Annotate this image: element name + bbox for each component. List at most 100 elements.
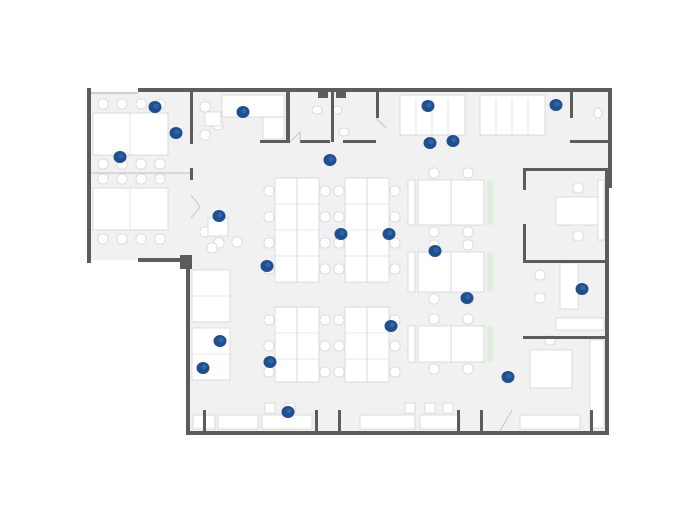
- office-desk: [529, 349, 573, 389]
- chair-icon: [389, 366, 401, 378]
- desk-cluster: [296, 306, 320, 383]
- chair-icon: [389, 263, 401, 275]
- person-head: [387, 230, 393, 236]
- chair-icon: [206, 242, 218, 254]
- kitchen-counter: [221, 94, 285, 118]
- door-swing-icon: [289, 131, 301, 143]
- person-head: [428, 139, 434, 145]
- plant-icon: [487, 326, 493, 362]
- chair-icon: [462, 167, 474, 179]
- person-head: [389, 322, 395, 328]
- chair-icon: [572, 182, 584, 194]
- chair-icon: [135, 158, 147, 170]
- chair-icon: [333, 314, 345, 326]
- chair-icon: [333, 211, 345, 223]
- chair-icon: [116, 233, 128, 245]
- wall: [457, 410, 460, 435]
- wall: [523, 168, 608, 171]
- wall: [190, 168, 193, 180]
- chair-icon: [428, 363, 440, 375]
- chair-icon: [389, 237, 401, 249]
- chair-icon: [462, 226, 474, 238]
- chair-icon: [428, 293, 440, 305]
- wall: [570, 92, 573, 118]
- chair-icon: [135, 98, 147, 110]
- chair-icon: [135, 173, 147, 185]
- person-head: [217, 212, 223, 218]
- toilet-icon: [311, 105, 323, 115]
- person-head: [118, 153, 124, 159]
- meeting-table: [92, 187, 169, 231]
- chair-icon: [263, 237, 275, 249]
- wall: [336, 92, 346, 98]
- kitchen-counter: [262, 116, 285, 140]
- wall: [286, 92, 290, 142]
- chair-icon: [319, 314, 331, 326]
- chair-icon: [534, 269, 546, 281]
- person-head: [433, 247, 439, 253]
- stool: [264, 402, 276, 414]
- chair-icon: [534, 292, 546, 304]
- person-head: [153, 103, 159, 109]
- plant-icon: [487, 252, 493, 292]
- desk-cluster: [450, 325, 485, 363]
- person-head: [174, 129, 180, 135]
- wall: [523, 260, 608, 263]
- walls-layer: [87, 88, 612, 435]
- wall: [203, 410, 206, 435]
- chair-icon: [154, 173, 166, 185]
- chair-icon: [154, 158, 166, 170]
- person-head: [286, 408, 292, 414]
- person-head: [328, 156, 334, 162]
- chair-icon: [428, 226, 440, 238]
- storage-cabinet: [407, 325, 416, 363]
- chair-icon: [116, 173, 128, 185]
- stool: [424, 402, 436, 414]
- chair-icon: [333, 263, 345, 275]
- wall: [186, 260, 190, 435]
- storage-cabinet: [407, 179, 416, 226]
- sofa-icon: [399, 94, 466, 136]
- chair-icon: [389, 211, 401, 223]
- desk-cluster: [450, 179, 485, 226]
- people-layer: [113, 99, 589, 418]
- person-head: [465, 294, 471, 300]
- chair-icon: [263, 340, 275, 352]
- meeting-table: [92, 112, 169, 156]
- chair-icon: [199, 129, 211, 141]
- small-table: [204, 111, 222, 127]
- desk-cluster: [344, 306, 368, 383]
- credenza: [597, 179, 605, 241]
- person-head: [451, 137, 457, 143]
- person-head: [268, 358, 274, 364]
- person-head: [554, 101, 560, 107]
- shelf: [555, 317, 605, 331]
- wall: [480, 410, 483, 435]
- wall: [331, 92, 334, 142]
- person-head: [265, 262, 271, 268]
- person-head: [218, 337, 224, 343]
- chair-icon: [319, 211, 331, 223]
- desk-cluster: [417, 325, 452, 363]
- desk-cluster: [417, 179, 452, 226]
- office-desk: [559, 262, 579, 310]
- toilet-icon: [338, 127, 350, 137]
- wall: [523, 336, 608, 339]
- wall: [570, 140, 608, 143]
- chair-icon: [97, 98, 109, 110]
- wall: [300, 140, 330, 143]
- desk-cluster: [366, 306, 390, 383]
- wall: [180, 255, 192, 269]
- wall: [608, 88, 612, 188]
- sofa-icon: [479, 94, 546, 136]
- wall: [138, 258, 192, 262]
- wall: [376, 92, 379, 118]
- chair-icon: [231, 236, 243, 248]
- chair-icon: [263, 366, 275, 378]
- wall: [343, 140, 376, 143]
- chair-icon: [199, 101, 211, 113]
- window-counter: [217, 414, 259, 430]
- person-head: [426, 102, 432, 108]
- chair-icon: [389, 185, 401, 197]
